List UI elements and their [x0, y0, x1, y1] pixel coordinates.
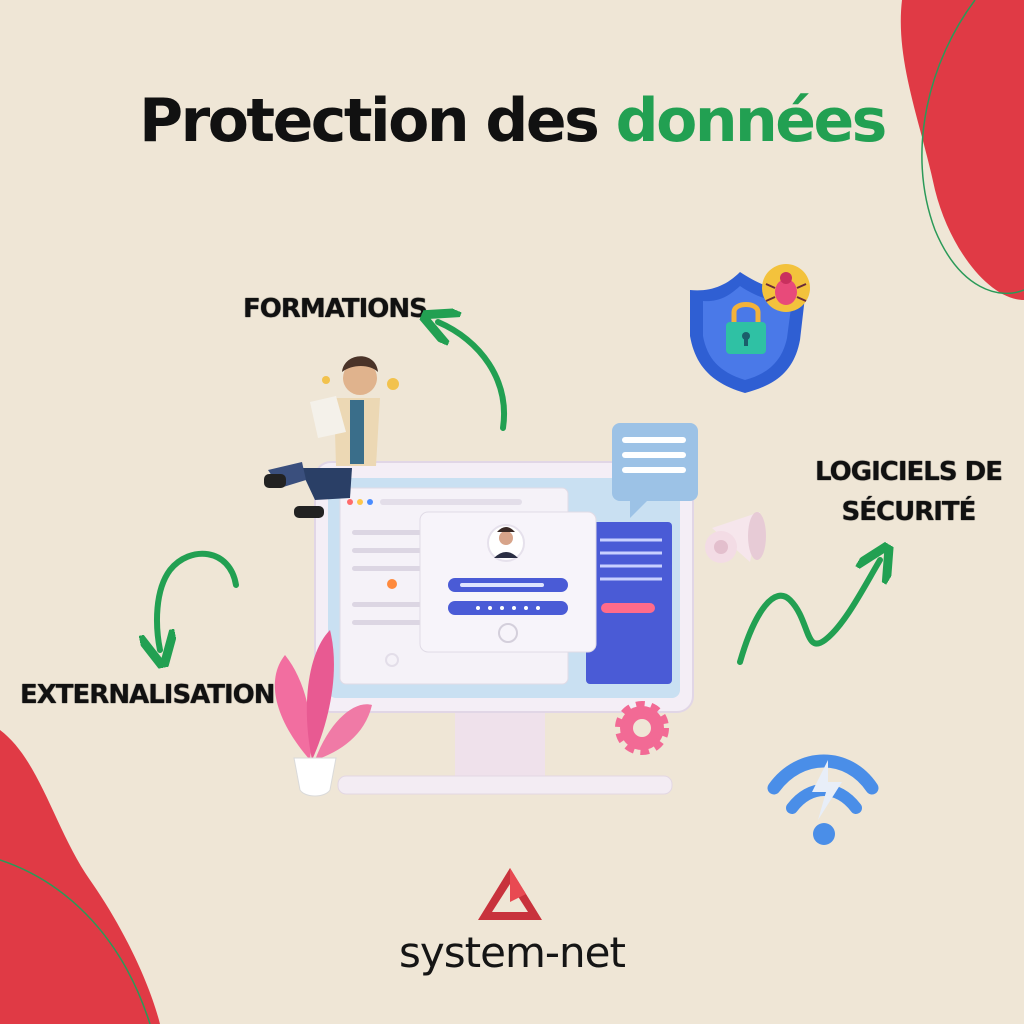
label-logiciels-line-2: SÉCURITÉ [841, 497, 977, 527]
plant-icon [274, 630, 372, 797]
label-externalisation: EXTERNALISATION [20, 680, 276, 710]
megaphone-icon [705, 512, 766, 563]
page-title: Protection des données [0, 86, 1024, 156]
bottom-left-blob [0, 730, 160, 1024]
top-right-blob [900, 0, 1024, 300]
gear-icon [615, 701, 669, 755]
title-part-2: données [615, 86, 888, 156]
label-logiciels-de-securite: LOGICIELS DE SÉCURITÉ [815, 452, 1003, 532]
arrow-formations [438, 322, 507, 431]
bug-icon [762, 264, 810, 312]
arrow-logiciels [737, 560, 880, 665]
label-logiciels-line-1: LOGICIELS DE [815, 457, 1003, 487]
brand-name: system-net [399, 928, 626, 977]
title-part-1: Protection des [139, 86, 600, 156]
brand-logo-icon [478, 868, 542, 920]
bottom-left-curve [0, 859, 151, 1024]
monitor [314, 461, 694, 795]
arrow-externalisation [157, 550, 239, 650]
chat-bubble-icon [612, 423, 698, 518]
wifi-icon [767, 754, 879, 845]
label-formations: FORMATIONS [243, 294, 428, 324]
person-figure [264, 356, 399, 518]
top-right-curve [921, 0, 1024, 295]
